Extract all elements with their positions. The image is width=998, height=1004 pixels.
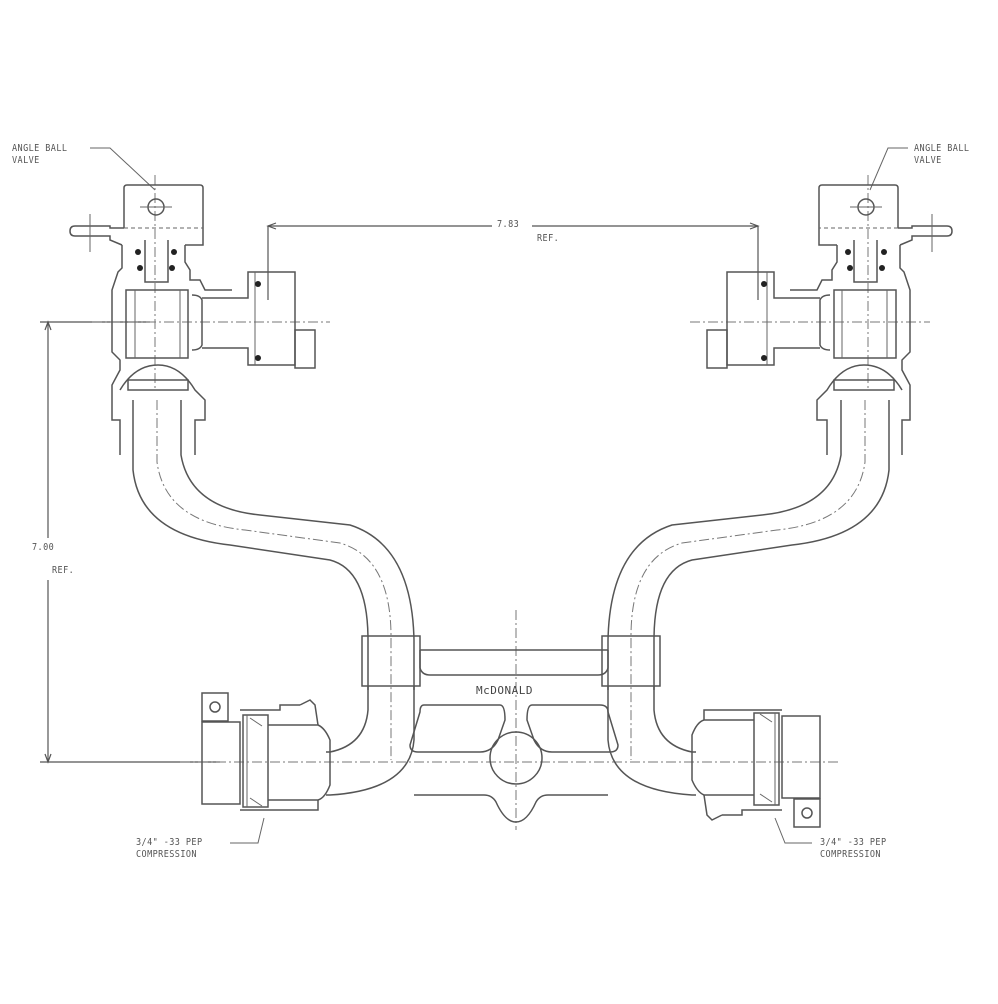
label-line-1: 3/4" -33 PEP bbox=[136, 837, 203, 848]
label-line-1: ANGLE BALL bbox=[914, 143, 970, 154]
label-angle-ball-valve-right: ANGLE BALL VALVE bbox=[914, 143, 969, 167]
right-compression-coupling bbox=[691, 709, 821, 828]
left-s-pipe bbox=[132, 400, 421, 796]
right-angle-ball-valve bbox=[706, 184, 953, 455]
label-line-2: COMPRESSION bbox=[820, 849, 881, 860]
center-lines bbox=[92, 175, 930, 830]
left-compression-coupling bbox=[201, 692, 331, 811]
brand-mark: McDONALD bbox=[476, 684, 533, 697]
label-line-2: VALVE bbox=[914, 155, 942, 166]
label-line-2: VALVE bbox=[12, 155, 40, 166]
dimension-horizontal bbox=[266, 222, 760, 300]
dimension-vertical-note: REF. bbox=[52, 565, 75, 576]
label-compression-left: 3/4" -33 PEP COMPRESSION bbox=[136, 837, 203, 861]
leader-lines bbox=[90, 147, 908, 844]
label-angle-ball-valve-left: ANGLE BALL VALVE bbox=[12, 143, 67, 167]
dimension-horizontal-note: REF. bbox=[537, 233, 560, 244]
dimension-vertical-value: 7.00 bbox=[32, 542, 55, 553]
right-s-pipe bbox=[601, 400, 890, 796]
label-line-1: ANGLE BALL bbox=[12, 143, 68, 154]
label-compression-right: 3/4" -33 PEP COMPRESSION bbox=[820, 837, 887, 861]
label-line-2: COMPRESSION bbox=[136, 849, 197, 860]
dimension-horizontal-value: 7.83 bbox=[497, 219, 520, 230]
center-bracket bbox=[409, 649, 619, 823]
left-angle-ball-valve bbox=[69, 184, 316, 455]
label-line-1: 3/4" -33 PEP bbox=[820, 837, 887, 848]
